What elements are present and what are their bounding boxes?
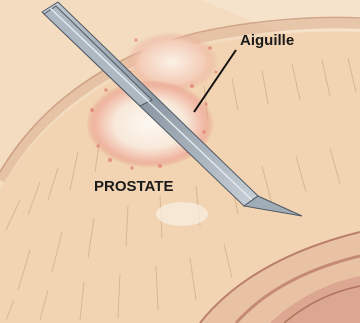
prostate-label: PROSTATE [94,178,173,195]
needle-label: Aiguille [240,32,294,49]
lesion-lower [156,202,208,226]
